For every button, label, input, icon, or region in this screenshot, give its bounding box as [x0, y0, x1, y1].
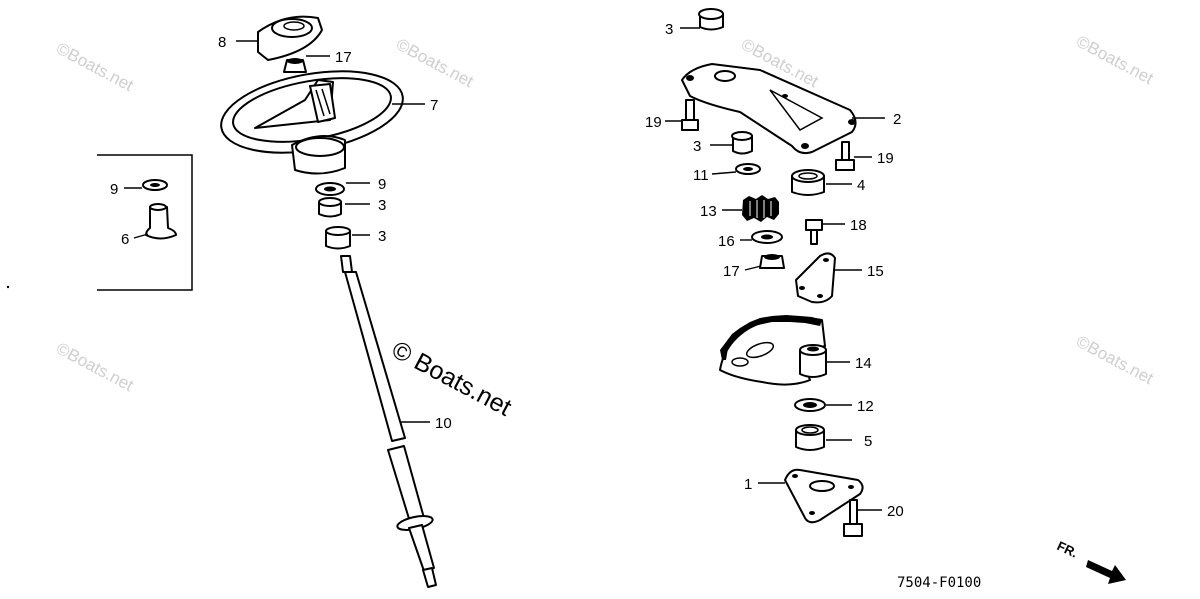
- callout-14: 14: [855, 355, 872, 372]
- part-19-bolt-left[interactable]: [681, 99, 699, 131]
- callout-18: 18: [850, 217, 867, 234]
- faint-watermarks: ©Boats.net ©Boats.net ©Boats.net ©Boats.…: [53, 32, 1157, 396]
- part-14-sector-gear[interactable]: [719, 315, 827, 386]
- callout-12: 12: [857, 398, 874, 415]
- fr-label: FR.: [1055, 538, 1080, 560]
- part-3-bushing-upper[interactable]: [318, 197, 342, 218]
- part-17-nut-left[interactable]: [283, 58, 307, 73]
- callout-19-right: 19: [877, 150, 894, 167]
- callout-9: 9: [378, 176, 386, 193]
- callout-1: 1: [744, 476, 752, 493]
- part-19-bolt-right[interactable]: [835, 141, 855, 171]
- part-8-cap[interactable]: [257, 15, 323, 61]
- watermark-5: ©Boats.net: [53, 339, 137, 396]
- arrow-icon: [1086, 560, 1126, 584]
- watermark-2: ©Boats.net: [393, 35, 477, 92]
- callout-20: 20: [887, 503, 904, 520]
- part-7-steering-wheel[interactable]: [215, 59, 409, 175]
- callout-8: 8: [218, 34, 226, 51]
- callout-9-inset: 9: [110, 181, 118, 198]
- callout-3-lower: 3: [378, 228, 386, 245]
- part-10-steering-shaft[interactable]: [340, 255, 437, 588]
- callout-7: 7: [430, 97, 438, 114]
- stray-dot: [6, 285, 10, 289]
- figure-code: 7504-F0100: [897, 575, 981, 591]
- callout-13: 13: [700, 203, 717, 220]
- callout-3-mid-right: 3: [693, 138, 701, 155]
- part-4-bushing[interactable]: [791, 169, 825, 196]
- callout-labels: 8 17 7 9 3 3 9 6 10 3 19 2 3 19 11 4 13 …: [110, 21, 904, 520]
- callout-2: 2: [893, 111, 901, 128]
- part-3-bushing-top-right[interactable]: [698, 8, 724, 31]
- part-1-base-plate[interactable]: [784, 468, 864, 524]
- callout-16: 16: [718, 233, 735, 250]
- callout-17-right: 17: [723, 263, 740, 280]
- watermark-1: ©Boats.net: [53, 39, 137, 96]
- part-13-pinion-gear[interactable]: [742, 195, 779, 222]
- callout-4: 4: [857, 177, 865, 194]
- watermark-6: ©Boats.net: [1073, 332, 1157, 389]
- callout-17-left: 17: [335, 49, 352, 66]
- callout-5: 5: [864, 433, 872, 450]
- callout-11: 11: [693, 167, 709, 184]
- callout-19-left: 19: [645, 114, 662, 131]
- callout-10: 10: [435, 415, 452, 432]
- watermark-main: © Boats.net: [387, 336, 516, 422]
- part-12-washer[interactable]: [794, 398, 826, 412]
- part-16-washer[interactable]: [751, 230, 783, 244]
- front-direction-arrow: FR.: [1055, 538, 1126, 584]
- part-5-bushing[interactable]: [795, 424, 825, 451]
- callout-6: 6: [121, 231, 129, 248]
- part-15-arm-plate[interactable]: [795, 252, 836, 304]
- watermark-4: ©Boats.net: [1073, 32, 1157, 89]
- part-17-nut-right[interactable]: [759, 254, 785, 269]
- part-3-bushing-mid-right[interactable]: [731, 131, 753, 155]
- part-18-bolt[interactable]: [805, 219, 823, 245]
- part-3-bushing-lower[interactable]: [325, 226, 351, 250]
- part-11-washer[interactable]: [735, 163, 761, 175]
- callout-3-upper: 3: [378, 197, 386, 214]
- part-20-bolt[interactable]: [843, 499, 863, 537]
- part-9-washer[interactable]: [315, 182, 345, 196]
- inset-box: [97, 154, 193, 291]
- callout-15: 15: [867, 263, 884, 280]
- callout-3-top-right: 3: [665, 21, 673, 38]
- part-2-bracket[interactable]: [681, 63, 857, 155]
